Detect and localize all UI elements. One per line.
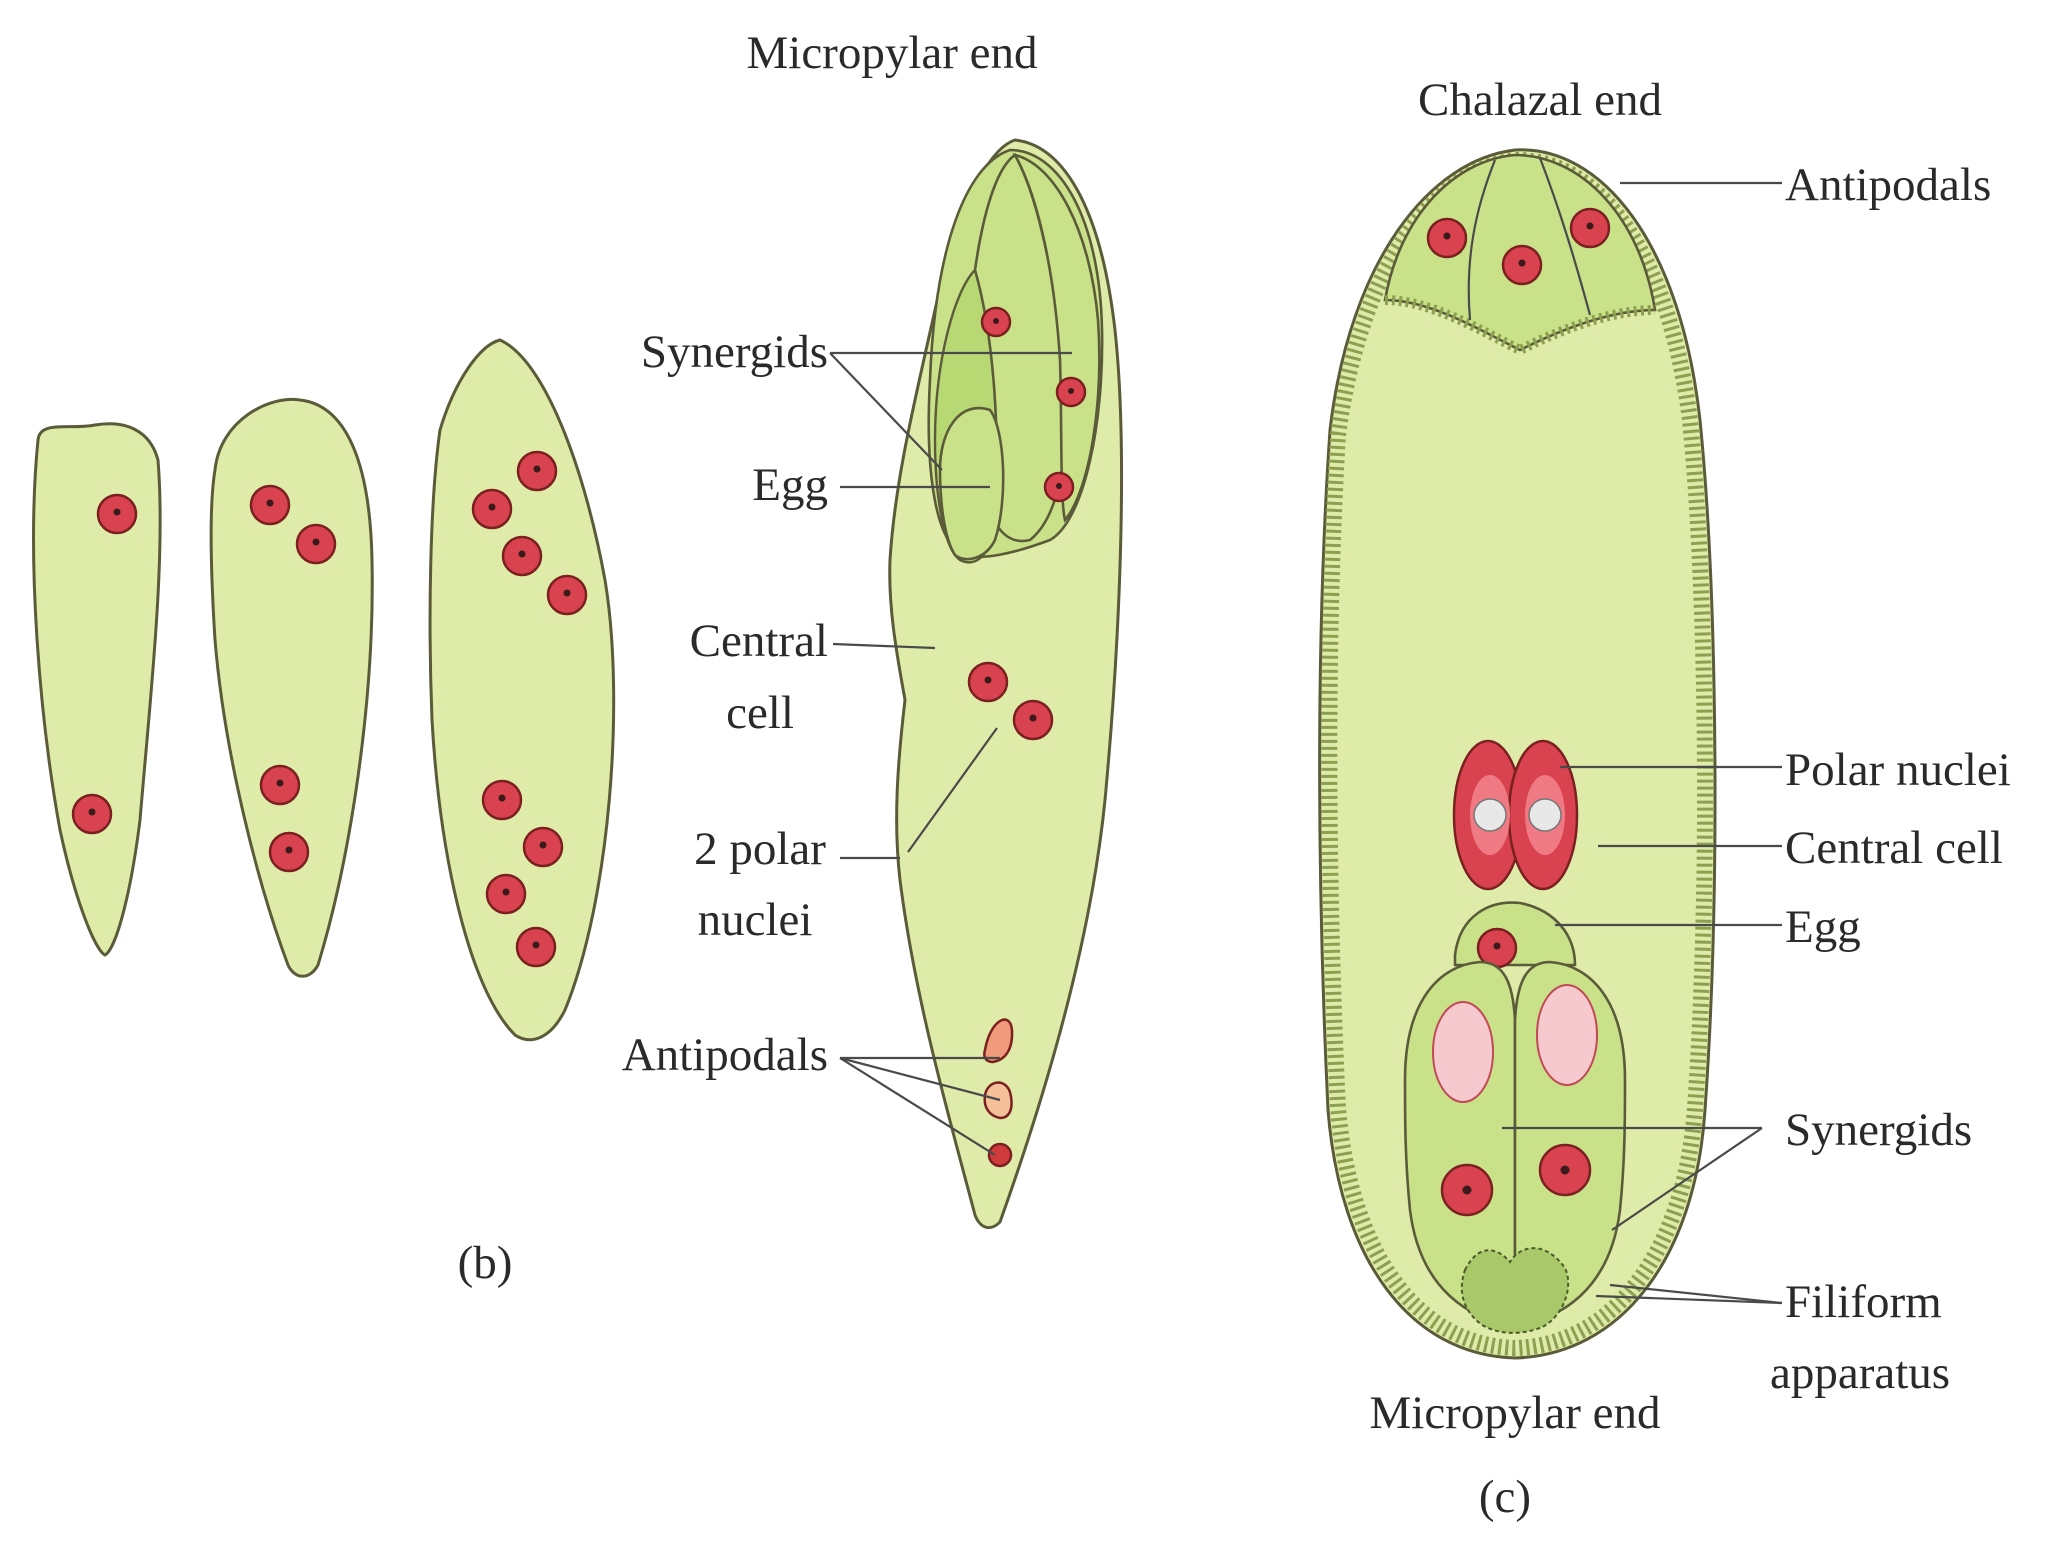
mature-embryo-sac-c (1318, 148, 1717, 1360)
label-central-cell-line1-b: Central (690, 615, 828, 667)
label-micropylar-end-b: Micropylar end (746, 27, 1037, 79)
label-egg-b: Egg (752, 459, 828, 511)
label-central-cell-line2-b: cell (726, 687, 794, 739)
label-antipodals-b: Antipodals (622, 1029, 828, 1081)
label-micropylar-end-c: Micropylar end (1369, 1387, 1660, 1439)
label-egg-c: Egg (1785, 901, 1861, 953)
label-filiform-line1: Filiform (1785, 1276, 1942, 1328)
eight-nucleate-stage (428, 338, 616, 1042)
four-nucleate-stage (209, 397, 374, 978)
label-filiform-line2: apparatus (1770, 1347, 1950, 1399)
leader-lines-b (829, 351, 1072, 1156)
caption-b: (b) (458, 1237, 513, 1289)
label-chalazal-end: Chalazal end (1418, 74, 1662, 126)
label-synergids-b: Synergids (641, 326, 828, 378)
label-central-cell-c: Central cell (1785, 822, 2003, 874)
label-polar-nuclei-c: Polar nuclei (1785, 744, 2011, 796)
caption-c: (c) (1479, 1471, 1531, 1523)
label-synergids-c: Synergids (1785, 1104, 1972, 1156)
leader-lines-c (1502, 181, 1783, 1305)
label-polar-nuclei-line2-b: nuclei (698, 894, 813, 946)
label-antipodals-c: Antipodals (1785, 159, 1991, 211)
two-nucleate-stage (32, 422, 162, 957)
mature-embryo-sac-b (888, 138, 1124, 1230)
label-polar-nuclei-line1-b: 2 polar (694, 823, 826, 875)
